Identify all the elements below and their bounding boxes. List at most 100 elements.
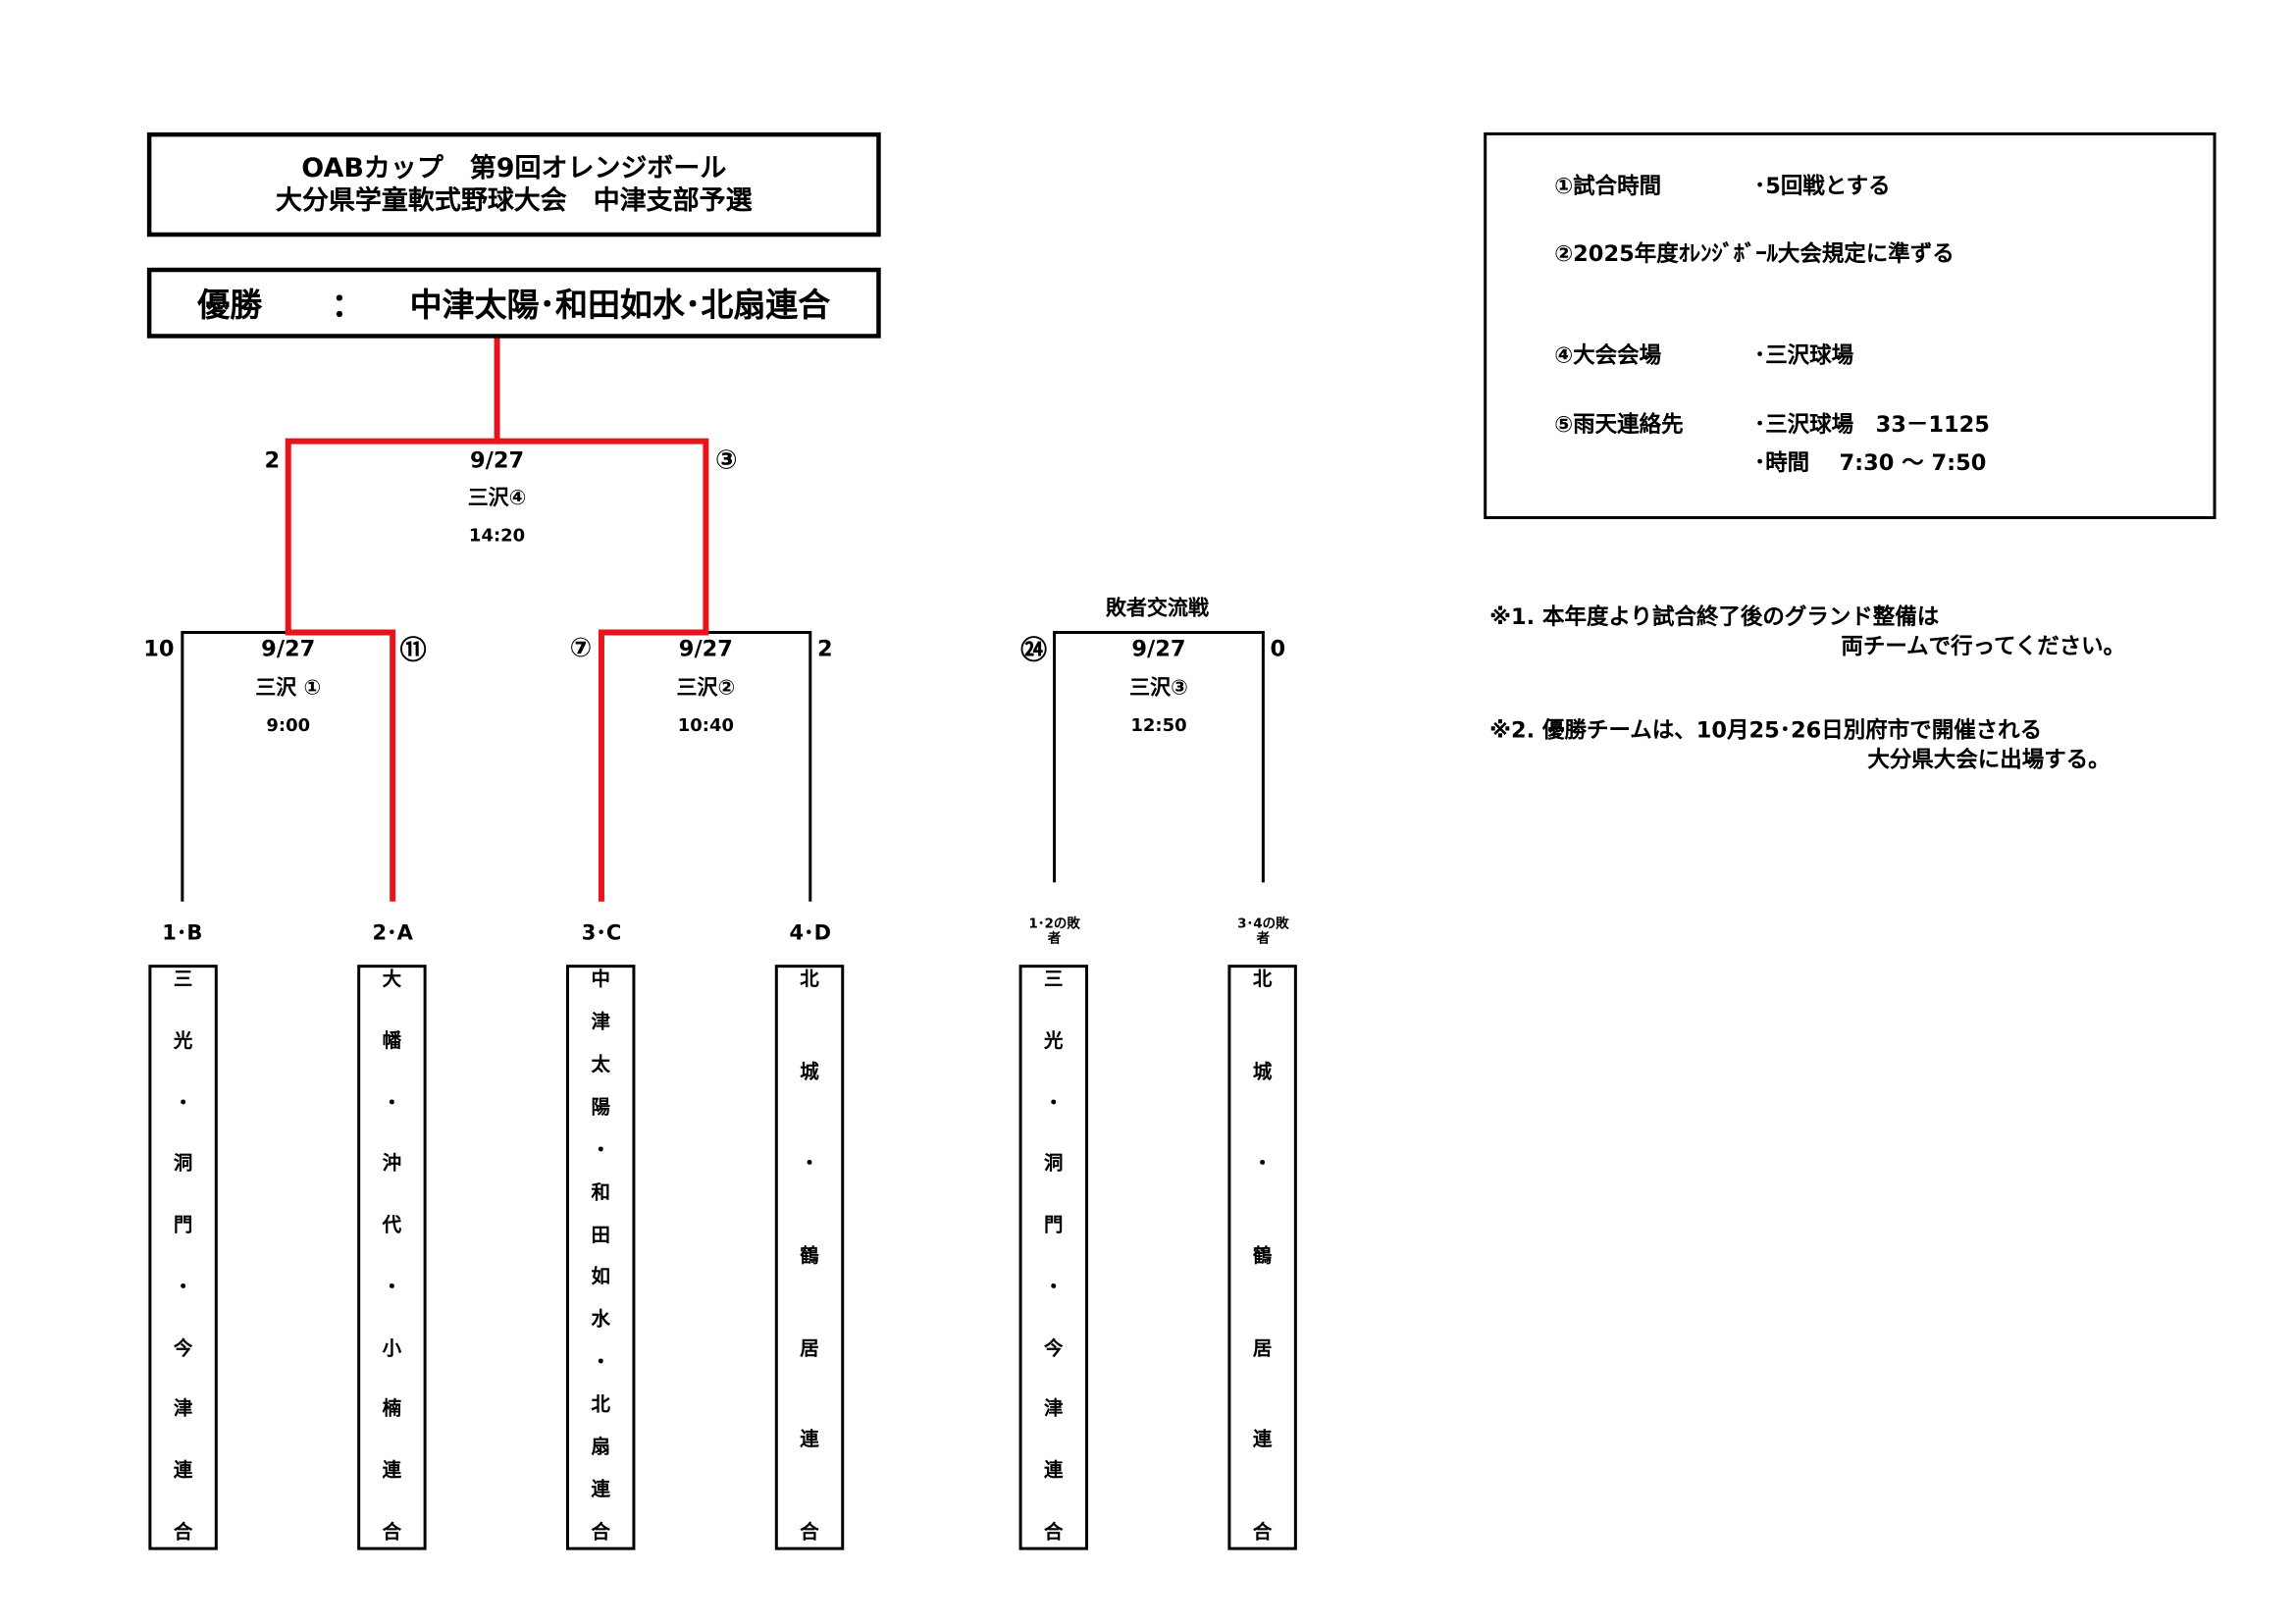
- team-name-char: 津: [173, 1398, 193, 1422]
- team-name-char: 光: [173, 1030, 193, 1053]
- team-name-char: 洞: [1044, 1153, 1064, 1176]
- game1-score-left: 10: [143, 635, 175, 662]
- team-name-char: 和: [591, 1181, 610, 1204]
- loser-slot-line: 者: [1047, 932, 1062, 948]
- final-time: 14:20: [468, 525, 526, 547]
- team-name: 大幡・沖代・小楠連合: [360, 969, 423, 1545]
- team-name: 中津太陽・和田如水・北扇連合: [569, 969, 632, 1544]
- team-name-char: 今: [1044, 1337, 1064, 1360]
- note-line: ※1. 本年度より試合終了後のグランド整備は: [1489, 603, 1940, 631]
- team-name-char: 合: [382, 1521, 402, 1545]
- team-name-char: 連: [591, 1479, 610, 1502]
- slot-label: 4･D: [789, 921, 832, 946]
- loser-slot-line: 1･2の敗: [1028, 917, 1080, 933]
- team-name-char: 三: [173, 969, 193, 992]
- team-name-char: ・: [173, 1091, 193, 1115]
- team-name-char: 中: [591, 969, 610, 992]
- consolation-title: 敗者交流戦: [1106, 597, 1209, 621]
- team-name-char: 小: [382, 1337, 402, 1360]
- team-name-char: ・: [382, 1276, 402, 1299]
- slot-label: 3･C: [581, 921, 622, 946]
- rule-label: ②2025年度ｵﾚﾝｼﾞﾎﾞｰﾙ大会規定に準ずる: [1554, 240, 1955, 268]
- rules-box: [1484, 131, 2216, 520]
- team-box: 北城・鶴居連合: [774, 965, 845, 1550]
- team-box: 三光・洞門・今津連合: [1018, 965, 1089, 1550]
- rule-label: ⑤雨天連絡先: [1554, 410, 1684, 438]
- team-name-char: 光: [1044, 1030, 1064, 1053]
- final-venue: 三沢④: [467, 487, 527, 511]
- team-name-char: 連: [800, 1430, 819, 1452]
- team-name-char: 楠: [382, 1398, 402, 1422]
- team-name: 三光・洞門・今津連合: [151, 969, 214, 1544]
- game1-time: 9:00: [266, 714, 311, 736]
- loser-slot-line: 者: [1256, 932, 1271, 948]
- team-name-char: 代: [382, 1215, 402, 1237]
- team-box: 中津太陽・和田如水・北扇連合: [565, 965, 636, 1550]
- team-name: 北城・鶴居連合: [778, 969, 841, 1545]
- team-name-char: ・: [591, 1139, 610, 1162]
- consolation-bracket-line: [1053, 630, 1265, 883]
- game1-score-right: ⑪: [399, 635, 427, 666]
- slot-label: 2･A: [372, 921, 413, 946]
- team-name-char: ・: [591, 1351, 610, 1375]
- team-name-char: 鶴: [1252, 1245, 1273, 1268]
- rule-label: ④大会会場: [1554, 341, 1662, 369]
- note-line: 大分県大会に出場する。: [1867, 746, 2111, 773]
- team-box: 大幡・沖代・小楠連合: [357, 965, 427, 1550]
- team-name-char: 北: [800, 969, 819, 992]
- team-name-char: 合: [1252, 1522, 1273, 1545]
- team-name-char: ・: [173, 1276, 193, 1299]
- consolation-score-right: 0: [1270, 635, 1286, 662]
- team-name-char: ・: [1044, 1091, 1064, 1115]
- loser-slot-label: 3･4の敗者: [1237, 917, 1289, 947]
- team-name-char: 扇: [591, 1437, 610, 1459]
- rule-label: ①試合時間: [1554, 173, 1662, 200]
- team-name-char: 城: [800, 1061, 819, 1084]
- team-name-char: ・: [800, 1153, 819, 1176]
- winner-team: 中津太陽･和田如水･北扇連合: [409, 288, 831, 326]
- title-line-2: 大分県学童軟式野球大会 中津支部予選: [276, 184, 753, 216]
- note-line: ※2. 優勝チームは、10月25･26日別府市で開催される: [1489, 716, 2043, 744]
- team-name-char: 合: [1044, 1521, 1064, 1545]
- team-name-char: 門: [173, 1215, 193, 1237]
- game2-date: 9/27: [678, 635, 733, 662]
- team-name-char: 太: [591, 1054, 610, 1076]
- team-name-char: 連: [382, 1460, 402, 1483]
- team-name-char: 三: [1044, 969, 1064, 992]
- consolation-date: 9/27: [1131, 635, 1186, 662]
- team-name-char: 如: [591, 1267, 610, 1289]
- team-name: 北城・鶴居連合: [1230, 969, 1293, 1545]
- game2-time: 10:40: [677, 714, 735, 736]
- game2-venue: 三沢②: [676, 676, 736, 701]
- team-name-char: 水: [591, 1309, 610, 1332]
- team-name-char: 今: [173, 1337, 193, 1360]
- team-name-char: ・: [1252, 1153, 1273, 1176]
- team-name-char: 北: [591, 1394, 610, 1417]
- team-name-char: 門: [1044, 1215, 1064, 1237]
- rule-value: ･三沢球場 33－1125: [1753, 410, 1990, 438]
- team-name-char: 幡: [382, 1030, 402, 1053]
- team-name-char: 陽: [591, 1096, 610, 1120]
- winner-path-line: [285, 337, 500, 902]
- team-name-char: 居: [1252, 1337, 1273, 1360]
- final-score-left: 2: [264, 446, 281, 474]
- game2-score-left: ⑦: [569, 633, 593, 664]
- title-line-1: OABカップ 第9回オレンジボール: [301, 152, 727, 183]
- team-name-char: 田: [591, 1224, 610, 1247]
- team-name-char: 居: [800, 1337, 819, 1360]
- winner-sep: ：: [331, 288, 364, 326]
- team-name-char: 鶴: [800, 1245, 819, 1268]
- team-name-char: 北: [1252, 969, 1273, 992]
- consolation-score-left: ㉔: [1020, 635, 1048, 666]
- team-name-char: ・: [1044, 1276, 1064, 1299]
- loser-slot-label: 1･2の敗者: [1028, 917, 1080, 947]
- team-name-char: 津: [591, 1011, 610, 1034]
- game1-date: 9/27: [261, 635, 316, 662]
- rule-value: ･時間 7:30 ～ 7:50: [1753, 448, 1987, 476]
- team-name-char: 合: [800, 1522, 819, 1545]
- rule-value: ･5回戦とする: [1753, 173, 1891, 200]
- team-name-char: 連: [1252, 1430, 1273, 1452]
- game2-score-right: 2: [816, 635, 833, 662]
